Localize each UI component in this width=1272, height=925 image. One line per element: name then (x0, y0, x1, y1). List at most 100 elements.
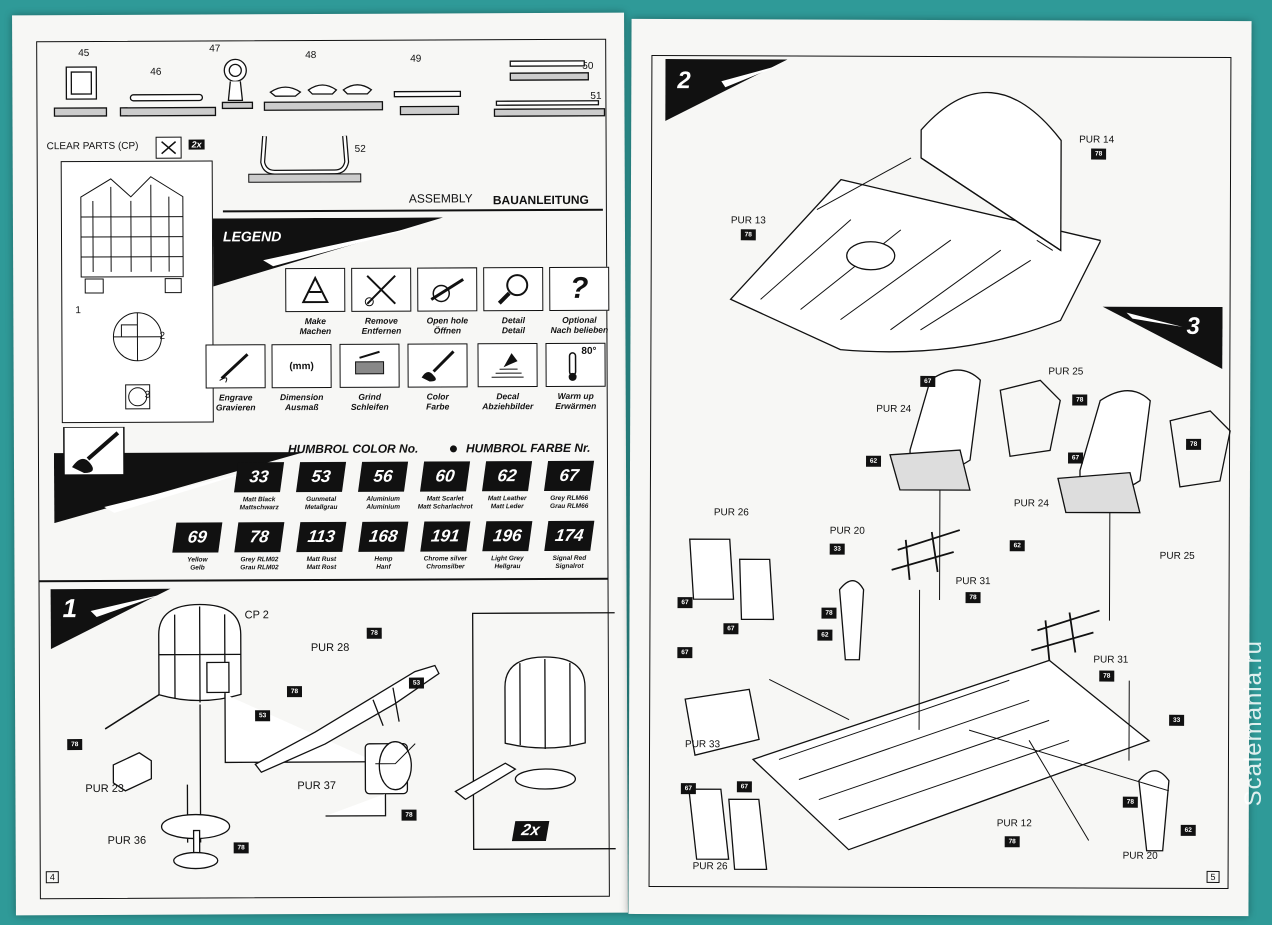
watermark-text: Scalemania.ru (1240, 640, 1267, 807)
step3-label-pur24-left: PUR 24 (876, 403, 912, 415)
step3-badge-s14: 67 (677, 647, 693, 659)
step1-badge-2: 53 (408, 677, 424, 689)
clear-part-2: 2 (159, 330, 166, 342)
part-52-drawing (248, 135, 362, 183)
step1-badge-4: 53 (255, 710, 271, 722)
step2-badge-pur13: 78 (740, 229, 756, 241)
optional-question-icon: ? (549, 266, 610, 311)
step3-badge-s10: 78 (821, 607, 837, 619)
left-instruction-page: 45 46 47 48 49 50 51 52 CLEAR PARTS (CP)… (12, 12, 628, 916)
step3-label-pur25-top: PUR 25 (1048, 366, 1084, 378)
step3-label-pur24-right: PUR 24 (1013, 498, 1049, 510)
step1-badge-7: 78 (233, 842, 249, 854)
clear-parts-drawing (80, 176, 184, 410)
left-page-number: 4 (45, 871, 59, 884)
make-icon (285, 267, 346, 313)
color-swatch-60: 60 (420, 461, 471, 492)
clear-part-1: 1 (75, 305, 81, 317)
step3-banner (1102, 306, 1223, 369)
step3-badge-s7: 33 (829, 543, 845, 555)
dimension-icon: (mm) (271, 343, 332, 389)
open-hole-icon (417, 267, 478, 312)
humbrol-bullet (449, 445, 457, 453)
step3-label-pur20-bottom: PUR 20 (1122, 850, 1158, 862)
color-swatch-33: 33 (234, 462, 285, 493)
grind-icon (339, 343, 400, 388)
detail-magnifier-icon (483, 267, 544, 312)
warm-up-icon: 80° (545, 342, 606, 388)
legend-title: LEGEND (222, 228, 282, 245)
assembly-title-en: ASSEMBLY (408, 191, 473, 206)
step3-badge-s16: 67 (736, 781, 752, 793)
step2-badge-pur14: 78 (1091, 148, 1107, 160)
decal-icon (477, 343, 538, 388)
step3-badge-s1: 67 (920, 375, 936, 387)
step3-cockpit-drawing (684, 369, 1231, 871)
legend-banner (212, 217, 443, 287)
remove-icon (351, 267, 412, 312)
step1-badge-6: 78 (401, 809, 417, 821)
step1-label-pur23: PUR 23 (85, 782, 124, 796)
step1-badge-5: 78 (67, 739, 83, 751)
step1-quantity: 2x (511, 821, 550, 842)
color-swatch-53: 53 (296, 461, 347, 493)
step3-number: 3 (1186, 312, 1200, 340)
step2-label-pur14: PUR 14 (1079, 134, 1115, 146)
step3-label-pur20-top: PUR 20 (829, 525, 865, 537)
step3-badge-s18: 33 (1169, 714, 1185, 726)
step3-label-pur31-top: PUR 31 (955, 576, 991, 588)
small-parts-drawing (53, 58, 606, 117)
color-swatch-69: 69 (172, 522, 223, 553)
step3-badge-s9: 62 (817, 629, 833, 641)
step1-label-pur36: PUR 36 (107, 834, 147, 847)
step3-badge-s13: 78 (1099, 670, 1115, 682)
warm-symbol: 80° (581, 345, 597, 357)
step3-badge-s17: 78 (1004, 836, 1020, 848)
step3-label-pur25-right: PUR 25 (1159, 550, 1195, 562)
step1-badge-1: 78 (366, 627, 382, 639)
step3-badge-s12: 67 (723, 623, 739, 635)
dimension-symbol: (mm) (289, 360, 314, 372)
step2-floor-drawing (729, 92, 1102, 353)
color-swatch-67: 67 (544, 460, 595, 492)
step3-badge-s6: 62 (1009, 540, 1025, 552)
color-swatch-191: 191 (420, 521, 471, 552)
color-swatch-113: 113 (296, 521, 347, 553)
right-instruction-page: 2 PUR 14 78 PUR 13 78 3 (628, 18, 1252, 917)
color-swatch-78: 78 (234, 522, 285, 553)
clear-parts-quantity: 2x (188, 139, 205, 150)
step1-banner (50, 588, 171, 650)
right-page-number: 5 (1206, 870, 1220, 883)
step3-badge-s8: 78 (965, 592, 981, 604)
engrave-icon (205, 344, 266, 389)
step3-badge-s2: 78 (1072, 394, 1088, 406)
step3-label-pur31-right: PUR 31 (1093, 654, 1129, 666)
step3-badge-s3: 62 (866, 455, 882, 467)
remove-icon-small (155, 136, 182, 159)
clear-part-3: 3 (144, 389, 151, 401)
step2-number: 2 (677, 67, 691, 95)
step3-badge-s11: 67 (677, 597, 693, 609)
step3-label-pur26-bottom: PUR 26 (692, 861, 728, 873)
optional-symbol: ? (569, 271, 589, 305)
color-banner (53, 426, 304, 524)
color-swatch-196: 196 (482, 521, 533, 552)
step1-badge-3: 78 (286, 686, 303, 698)
step1-label-pur28: PUR 28 (310, 641, 350, 655)
step1-label-pur37: PUR 37 (297, 779, 336, 793)
step3-badge-s5: 78 (1186, 438, 1202, 450)
step3-label-pur33: PUR 33 (685, 739, 721, 751)
color-swatch-56: 56 (358, 461, 409, 492)
